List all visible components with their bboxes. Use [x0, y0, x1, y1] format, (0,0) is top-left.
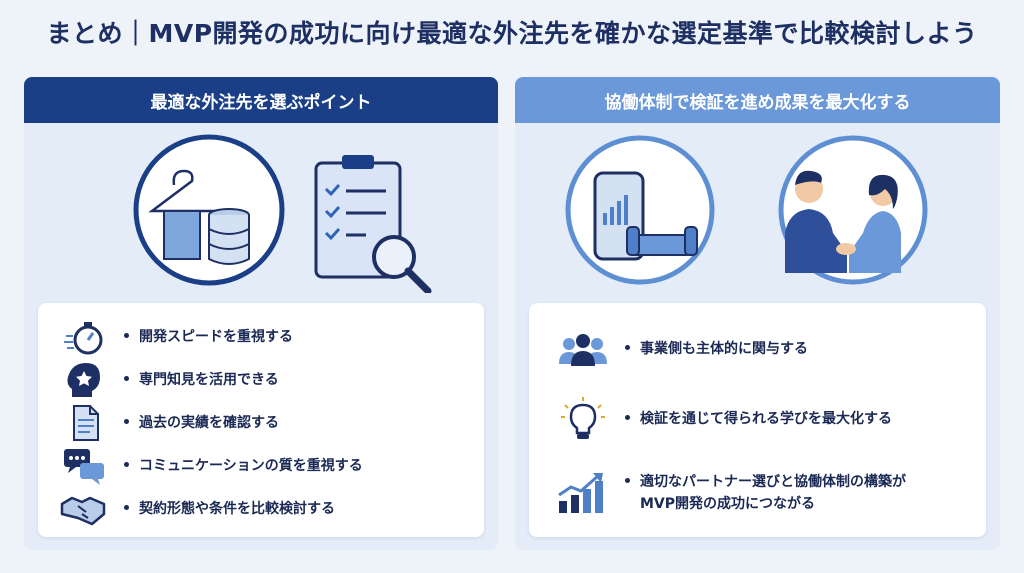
- list-item-label: 検証を通じて得られる学びを最大化する: [640, 411, 892, 427]
- collaboration-illustration: [515, 123, 1000, 293]
- list-item-label-continued: MVP開発の成功につながる: [640, 496, 816, 512]
- list-item-label: コミュニケーションの質を重視する: [139, 458, 363, 474]
- list-item: コミュニケーションの質を重視する: [58, 446, 363, 486]
- team-icon: [557, 329, 609, 369]
- selection-points-heading: 最適な外注先を選ぶポイント: [24, 77, 498, 123]
- selection-illustration: [24, 123, 498, 293]
- list-item: 検証を通じて得られる学びを最大化する: [557, 397, 892, 439]
- stopwatch-icon: [58, 317, 110, 357]
- hanger-database-clipboard-illustration: [133, 134, 432, 293]
- lightbulb-icon: [557, 397, 609, 439]
- list-item: 事業側も主体的に関与する: [557, 329, 808, 369]
- document-icon: [58, 403, 110, 443]
- selection-points-card: 開発スピードを重視する 専門知見を活用できる 過去の実績を確認する コミュニケー…: [38, 303, 484, 537]
- selection-points-panel: 最適な外注先を選ぶポイント: [24, 77, 498, 550]
- collaboration-panel: 協働体制で検証を進め成果を最大化する 事業側も主体的に関与する: [515, 77, 1000, 550]
- list-item: 開発スピードを重視する: [58, 317, 293, 357]
- expert-head-icon: [58, 360, 110, 400]
- list-item: 過去の実績を確認する: [58, 403, 279, 443]
- list-item-label: 事業側も主体的に関与する: [640, 341, 808, 357]
- list-item-label: 過去の実績を確認する: [139, 415, 279, 431]
- collaboration-card: 事業側も主体的に関与する 検証を通じて得られる学びを最大化する 適切なパートナー…: [529, 303, 986, 537]
- list-item-label: 専門知見を活用できる: [139, 372, 279, 388]
- list-item-label: 契約形態や条件を比較検討する: [139, 501, 335, 517]
- growth-chart-icon: [557, 473, 609, 513]
- list-item: 契約形態や条件を比較検討する: [58, 489, 335, 529]
- collaboration-heading: 協働体制で検証を進め成果を最大化する: [515, 77, 1000, 123]
- smartphone-handshake-illustration: [565, 135, 928, 285]
- list-item: 専門知見を活用できる: [58, 360, 279, 400]
- list-item-label: 適切なパートナー選びと協働体制の構築が: [640, 474, 906, 490]
- page-title: まとめ｜MVP開発の成功に向け最適な外注先を確かな選定基準で比較検討しよう: [46, 19, 978, 48]
- handshake-icon: [58, 489, 110, 529]
- list-item-label: 開発スピードを重視する: [139, 329, 293, 345]
- list-item: 適切なパートナー選びと協働体制の構築が MVP開発の成功につながる: [557, 471, 906, 515]
- chat-bubbles-icon: [58, 446, 110, 486]
